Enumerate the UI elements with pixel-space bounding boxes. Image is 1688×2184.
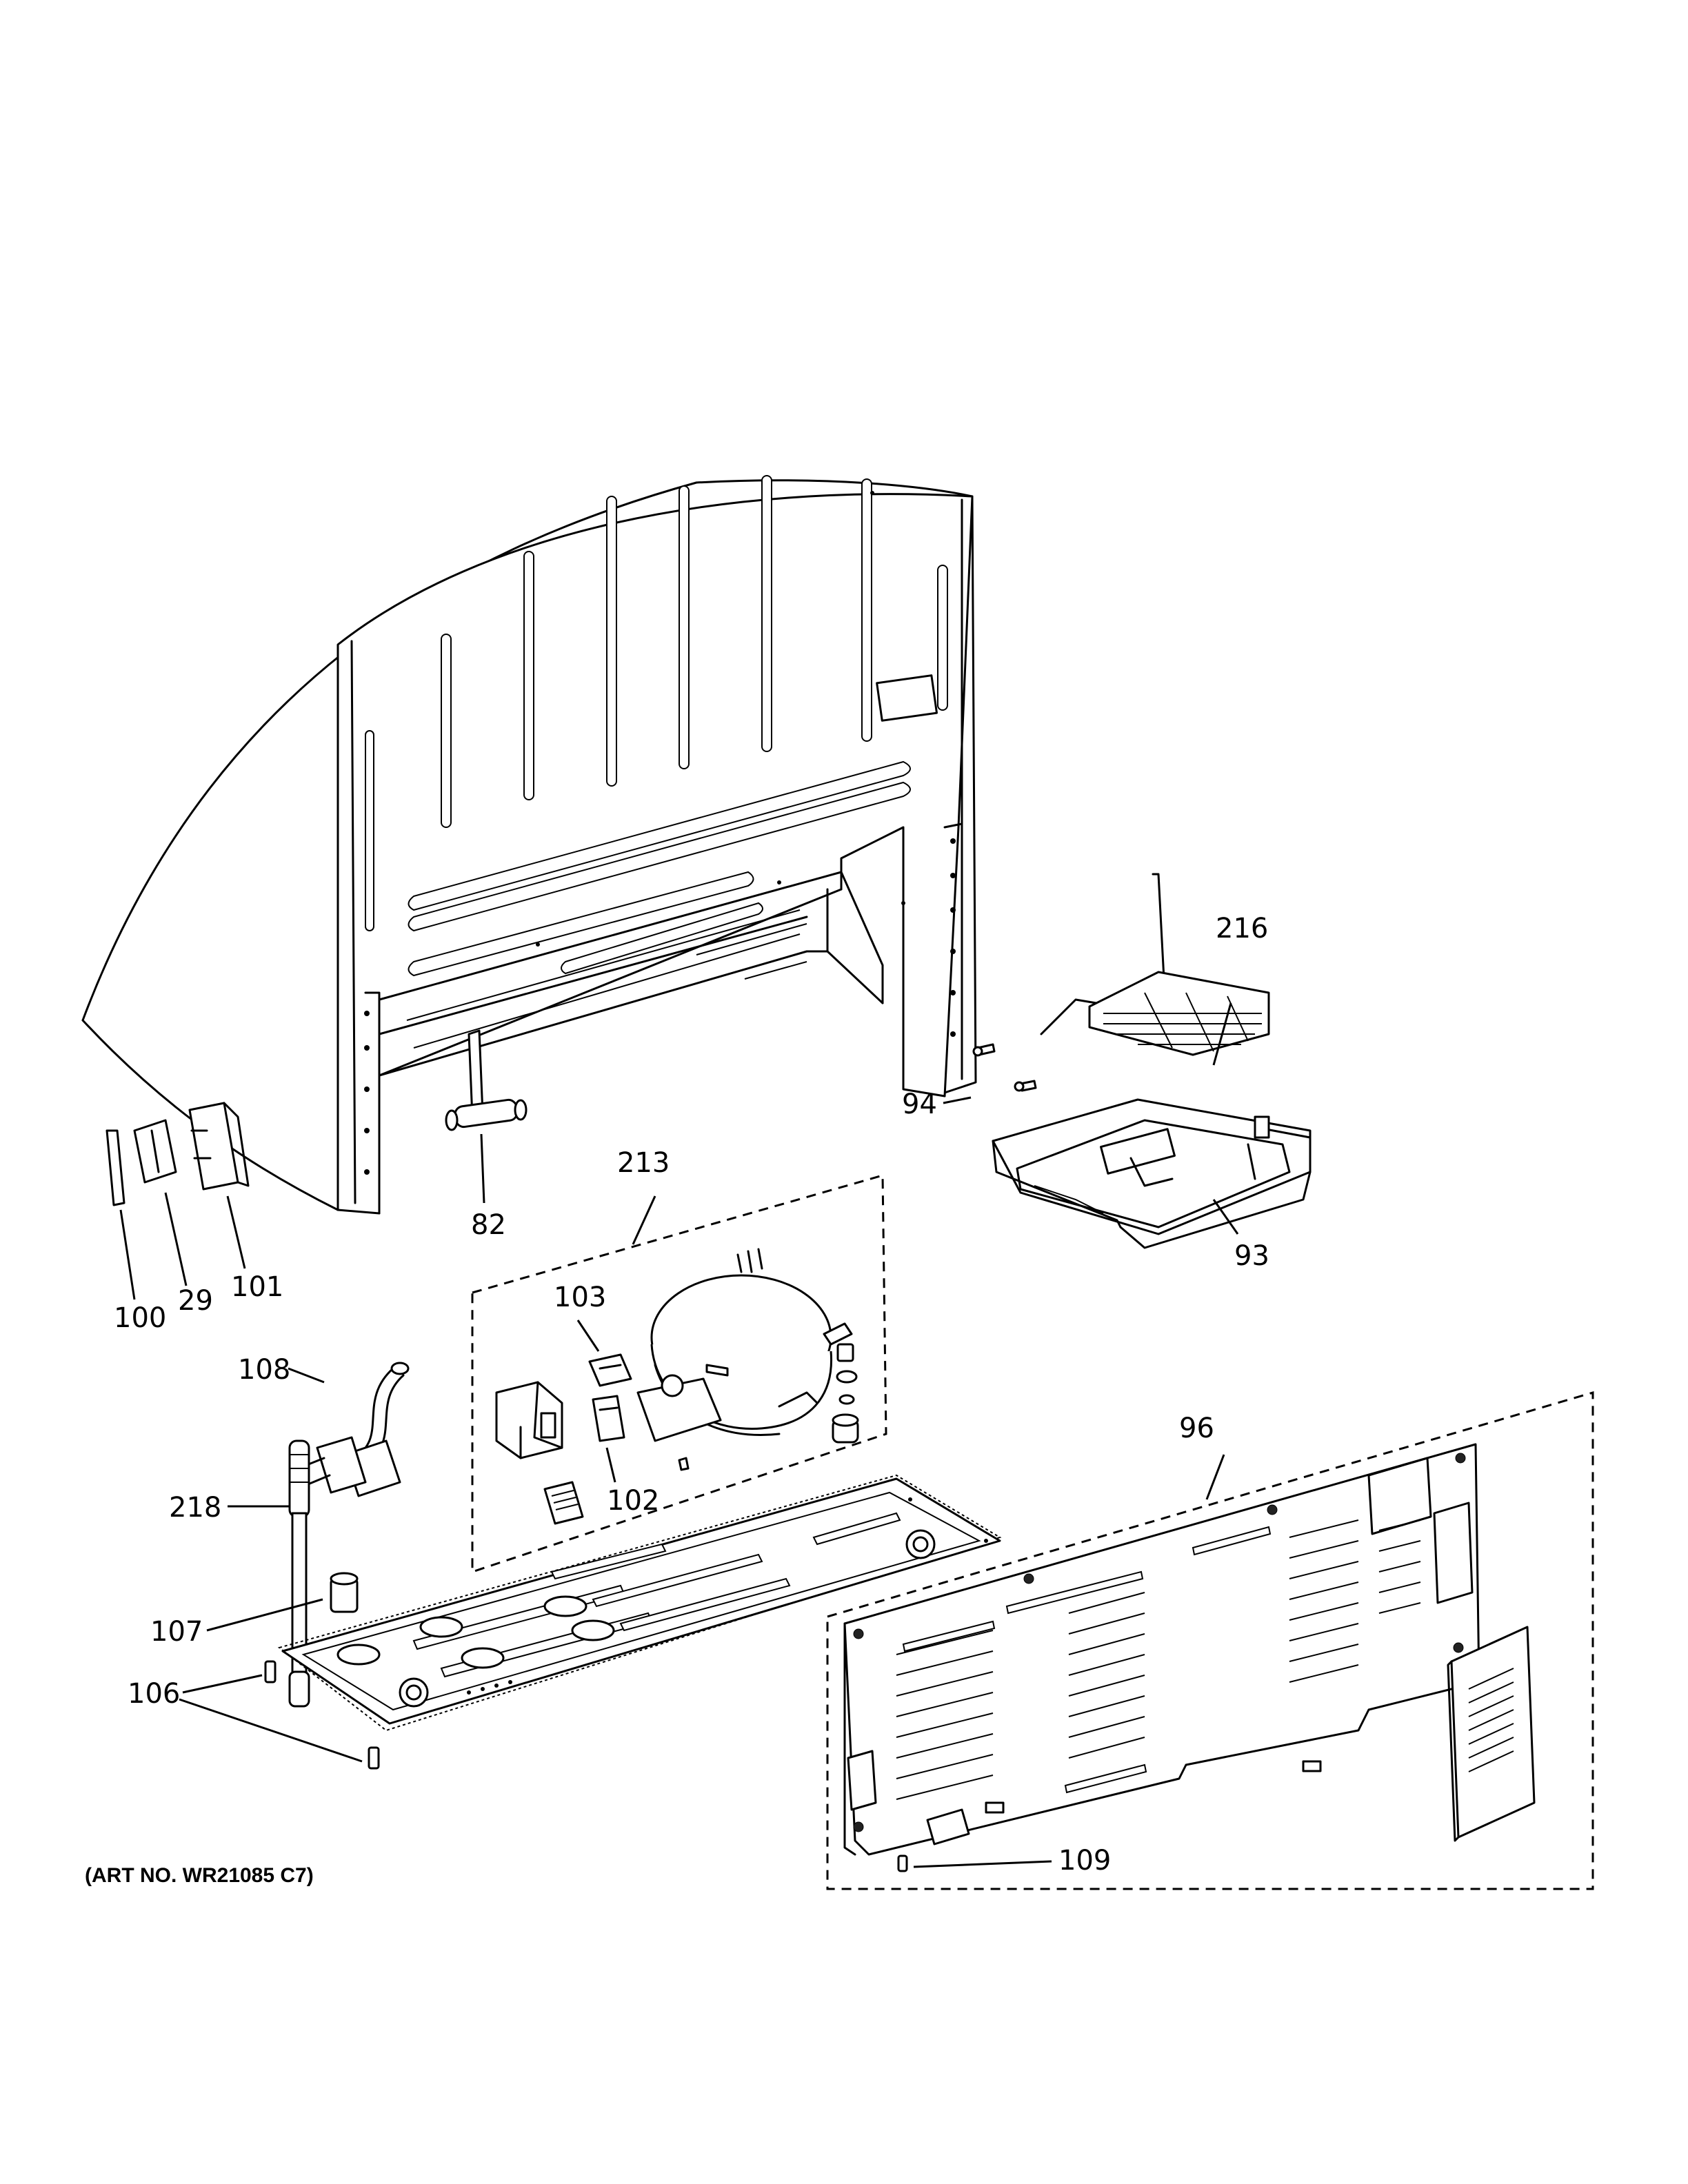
part-94-screws [943,1043,1037,1104]
callout-100: 100 [114,1302,166,1334]
part-216-defrost-heater [1040,873,1270,1066]
part-103-start-relay [576,1320,632,1387]
callout-94: 94 [902,1089,937,1120]
part-102-overload-protector [592,1395,625,1483]
relay-cover [495,1381,563,1459]
callout-218: 218 [169,1492,221,1524]
part-82-drain-tube [445,1029,528,1204]
panel-ribs [365,475,948,931]
cabinet-back-wall [81,475,977,1215]
callout-101: 101 [231,1271,283,1303]
part-101-relay [188,1102,250,1269]
callout-109: 109 [1058,1845,1111,1877]
art-number: (ART NO. WR21085 C7) [85,1864,314,1887]
part-29-overload [133,1119,188,1286]
part-213-compressor-assembly [471,1174,887,1574]
callout-102: 102 [607,1485,659,1517]
part-107-grommet [206,1572,359,1632]
literature-booklet [1447,1626,1536,1842]
panel-horizontal-ribs [408,760,911,977]
callout-108: 108 [238,1354,290,1386]
callout-213: 213 [617,1147,670,1179]
cover-vent-grilles [896,1519,1421,1800]
callout-106: 106 [128,1678,180,1710]
callout-labels: 216 94 213 82 93 100 29 101 103 108 96 2… [85,913,1269,1887]
part-109-screw [897,1854,1052,1872]
callout-216: 216 [1216,913,1268,944]
callout-93: 93 [1234,1240,1269,1272]
tray-fan-motors [399,1529,936,1708]
relay-clip [543,1481,584,1525]
part-218-tube [228,1439,310,1708]
part-96-access-cover [826,1391,1594,1890]
part-100-bracket [106,1129,136,1300]
tray-grommets [336,1595,615,1669]
compressor-mounting-tray [277,1474,1002,1732]
callout-103: 103 [554,1282,606,1313]
callout-29: 29 [178,1285,213,1317]
callout-82: 82 [471,1209,506,1241]
compressor-logo [736,1248,763,1273]
callout-96: 96 [1179,1413,1214,1444]
part-93-drain-pan [992,1098,1312,1249]
mounting-hardware [678,1343,859,1471]
callout-107: 107 [150,1616,203,1648]
cover-screws [853,1453,1466,1832]
part-106-screws [179,1660,380,1770]
